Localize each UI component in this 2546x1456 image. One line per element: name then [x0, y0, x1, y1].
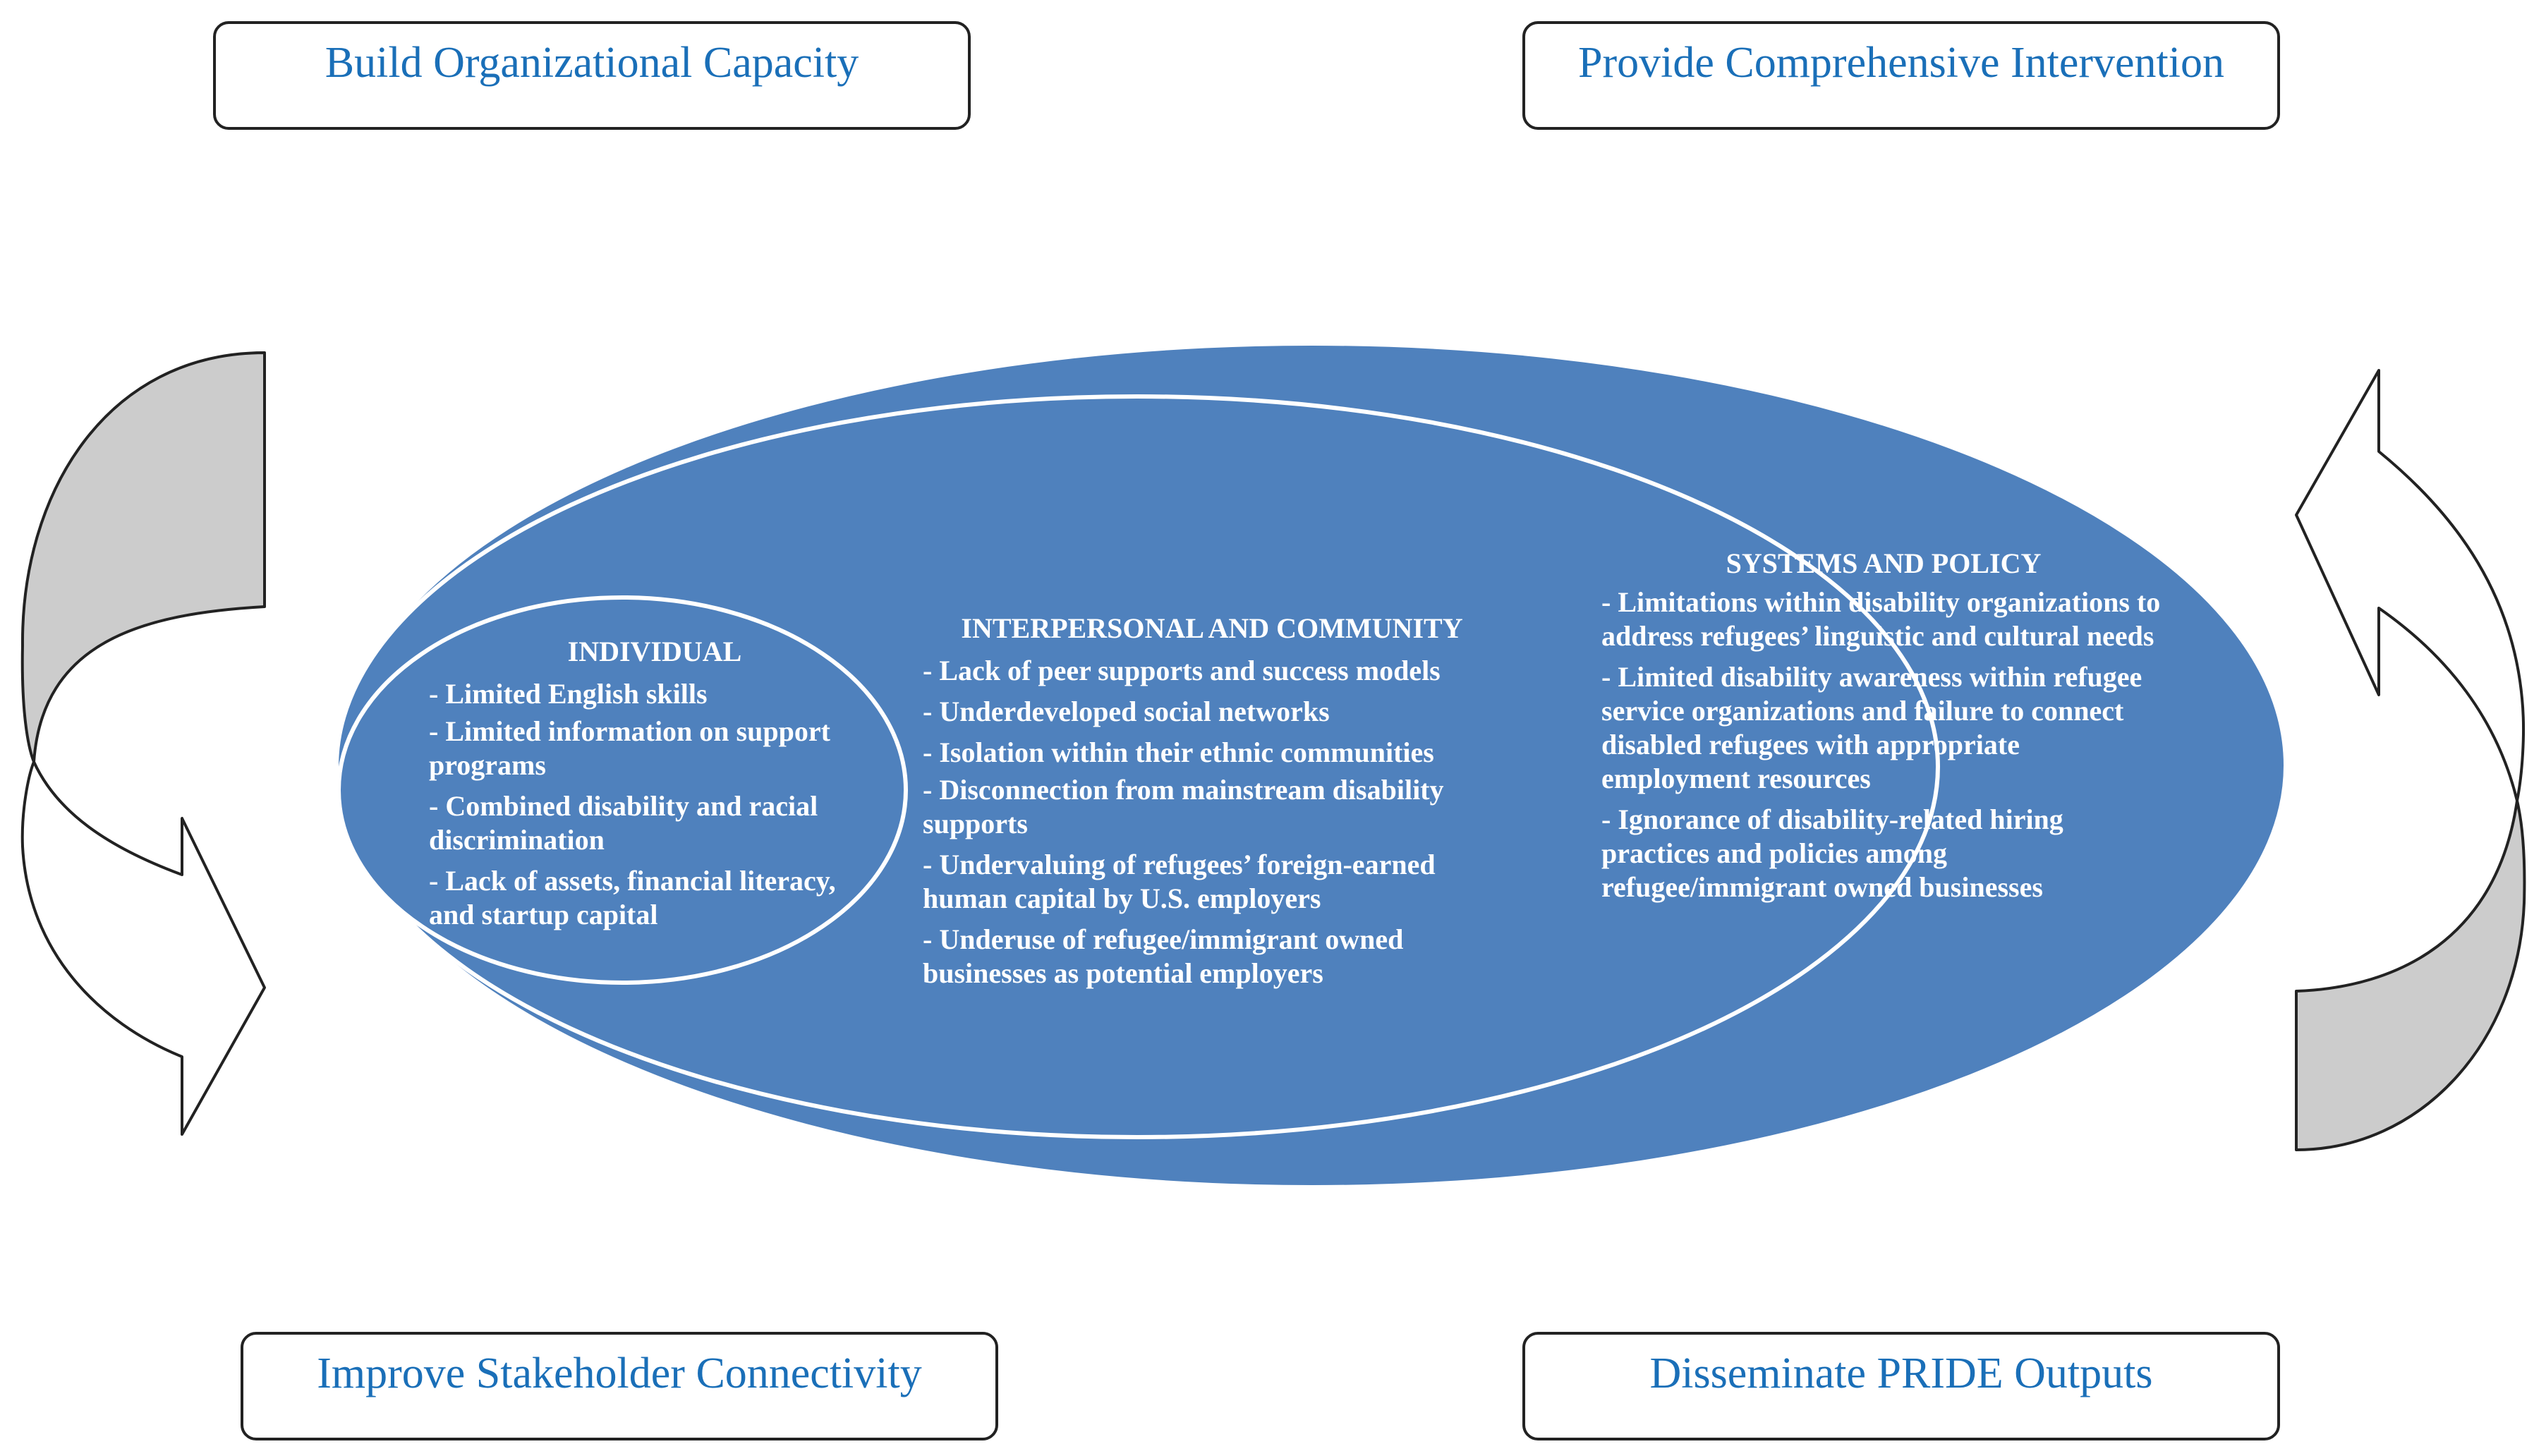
build-capacity-label: Build Organizational Capacity [325, 39, 859, 87]
interpersonal-item: - Underuse of refugee/immigrant owned bu… [923, 923, 1404, 989]
systems-item: - Ignorance of disability-related hiring… [1601, 803, 2063, 903]
interpersonal-item: - Underdeveloped social networks [923, 696, 1330, 727]
individual-item: - Limited English skills [429, 678, 708, 710]
systems-item: - Limited disability awareness within re… [1601, 661, 2142, 794]
individual-item: - Lack of assets, financial literacy, an… [429, 865, 836, 930]
build-capacity-box: Build Organizational Capacity [213, 21, 971, 130]
interpersonal-item: - Disconnection from mainstream disabili… [923, 774, 1444, 839]
individual-ellipse [337, 595, 908, 985]
left-cycle-arrow-icon [20, 351, 266, 1136]
individual-item: - Limited information on support program… [429, 715, 830, 781]
right-cycle-arrow-icon [2295, 369, 2526, 1151]
individual-title: INDIVIDUAL [567, 636, 742, 667]
interpersonal-item: - Lack of peer supports and success mode… [923, 655, 1441, 686]
stakeholder-connectivity-label: Improve Stakeholder Connectivity [317, 1349, 922, 1397]
stakeholder-connectivity-box: Improve Stakeholder Connectivity [241, 1332, 998, 1440]
interpersonal-level: INTERPERSONAL AND COMMUNITY - Lack of pe… [923, 608, 1501, 997]
interpersonal-title: INTERPERSONAL AND COMMUNITY [961, 612, 1463, 644]
comprehensive-intervention-box: Provide Comprehensive Intervention [1522, 21, 2280, 130]
systems-title: SYSTEMS AND POLICY [1726, 547, 2042, 579]
individual-item: - Combined disability and racial discrim… [429, 790, 818, 856]
interpersonal-item: - Undervaluing of refugees’ foreign-earn… [923, 849, 1436, 914]
disseminate-outputs-box: Disseminate PRIDE Outputs [1522, 1332, 2280, 1440]
interpersonal-item: - Isolation within their ethnic communit… [923, 736, 1434, 768]
systems-level: SYSTEMS AND POLICY - Limitations within … [1601, 543, 2166, 911]
individual-level: INDIVIDUAL - Limited English skills - Li… [429, 631, 880, 939]
disseminate-outputs-label: Disseminate PRIDE Outputs [1649, 1349, 2153, 1397]
systems-item: - Limitations within disability organiza… [1601, 586, 2161, 652]
comprehensive-intervention-label: Provide Comprehensive Intervention [1577, 39, 2224, 87]
